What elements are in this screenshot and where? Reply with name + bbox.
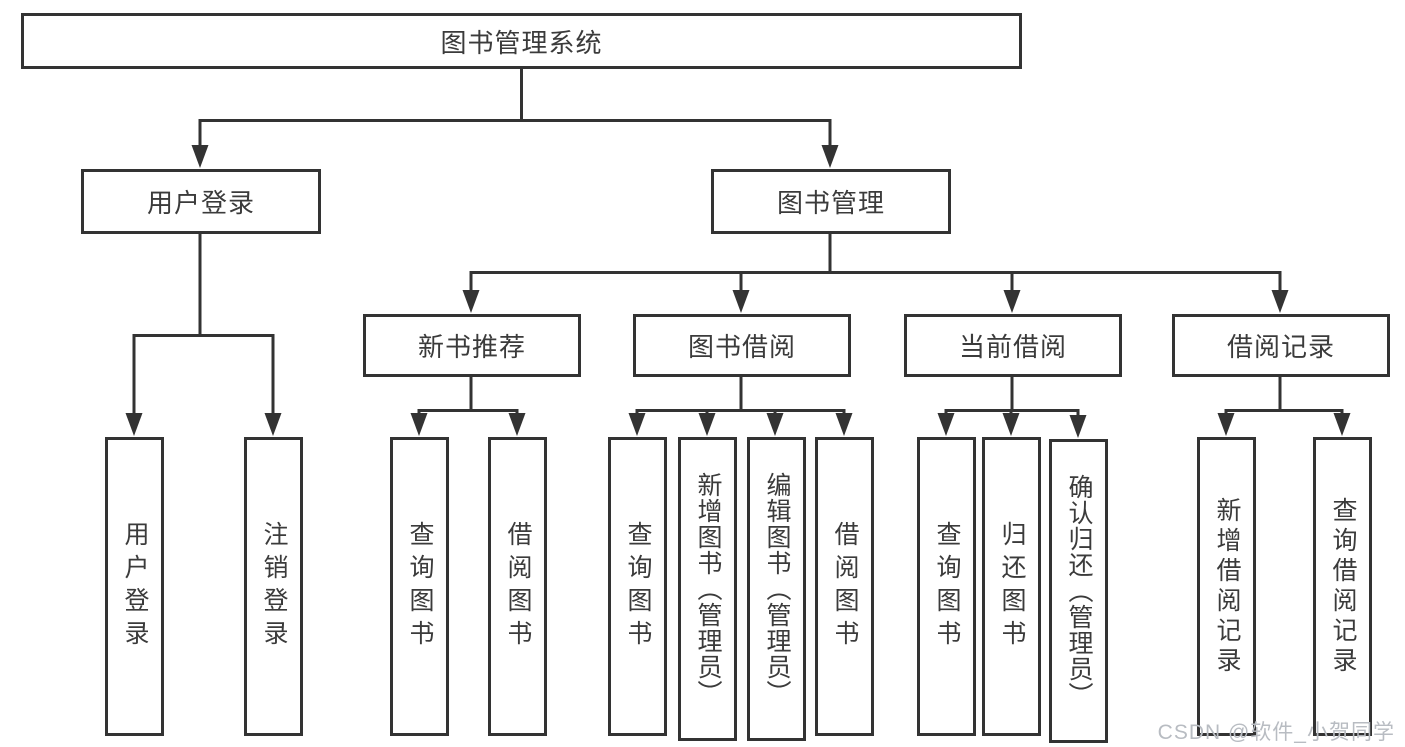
leaf-borrow-books: 借阅图书 [815, 437, 874, 736]
leaf-query-books-borrow: 查询图书 [608, 437, 667, 736]
leaf-confirm-return-admin: 确认归还（管理员） [1049, 439, 1108, 743]
leaf-edit-book-admin: 编辑图书（管理员） [747, 437, 806, 741]
arrowheads [125, 145, 1351, 438]
node-label: 当前借阅 [958, 332, 1067, 362]
leaf-label: 借阅图书 [504, 520, 532, 653]
leaf-query-books-recommend: 查询图书 [390, 437, 449, 736]
node-label: 图书管理 [776, 188, 885, 218]
leaf-label: 确认归还（管理员） [1065, 474, 1093, 708]
leaf-label: 新增借阅记录 [1213, 496, 1241, 677]
connector-book-borrow-to-leaves [635, 377, 846, 417]
node-borrowing-records: 借阅记录 [1172, 314, 1390, 377]
leaf-label: 查询借阅记录 [1329, 496, 1357, 677]
node-label: 借阅记录 [1226, 332, 1335, 362]
leaf-label: 查询图书 [624, 520, 652, 653]
node-book-borrowing: 图书借阅 [633, 314, 851, 377]
node-label: 图书管理系统 [440, 27, 603, 58]
node-label: 图书借阅 [687, 332, 796, 362]
leaf-return-books: 归还图书 [982, 437, 1041, 736]
leaf-label: 用户登录 [121, 520, 149, 653]
connector-records-to-leaves [1224, 377, 1344, 417]
leaf-add-borrow-record: 新增借阅记录 [1197, 437, 1256, 736]
leaf-label: 注销登录 [260, 520, 288, 653]
node-new-book-recommendation: 新书推荐 [363, 314, 581, 377]
leaf-label: 查询图书 [406, 520, 434, 653]
node-label: 新书推荐 [417, 332, 526, 362]
leaf-label: 新增图书（管理员） [694, 472, 722, 706]
leaf-label: 查询图书 [933, 520, 961, 653]
leaf-query-borrow-record: 查询借阅记录 [1313, 437, 1372, 736]
connector-user-login-to-leaves [132, 233, 275, 417]
connector-current-borrow-to-leaves [944, 377, 1080, 419]
node-book-management: 图书管理 [711, 169, 951, 234]
leaf-borrow-books-recommend: 借阅图书 [488, 437, 547, 736]
csdn-watermark: CSDN @软件_小贺同学 [1157, 721, 1395, 744]
connector-book-management-to-level2 [469, 233, 1282, 296]
node-user-login: 用户登录 [81, 169, 321, 234]
connector-new-book-to-leaves [417, 377, 519, 417]
node-library-management-system: 图书管理系统 [21, 13, 1022, 69]
leaf-label: 借阅图书 [831, 520, 859, 653]
leaf-user-login: 用户登录 [105, 437, 164, 736]
connector-root-to-level1 [198, 69, 832, 150]
leaf-label: 编辑图书（管理员） [763, 472, 791, 706]
leaf-query-books-current: 查询图书 [917, 437, 976, 736]
node-current-borrowing: 当前借阅 [904, 314, 1122, 377]
node-label: 用户登录 [146, 188, 255, 218]
leaf-add-book-admin: 新增图书（管理员） [678, 437, 737, 741]
leaf-logout: 注销登录 [244, 437, 303, 736]
leaf-label: 归还图书 [998, 520, 1026, 653]
